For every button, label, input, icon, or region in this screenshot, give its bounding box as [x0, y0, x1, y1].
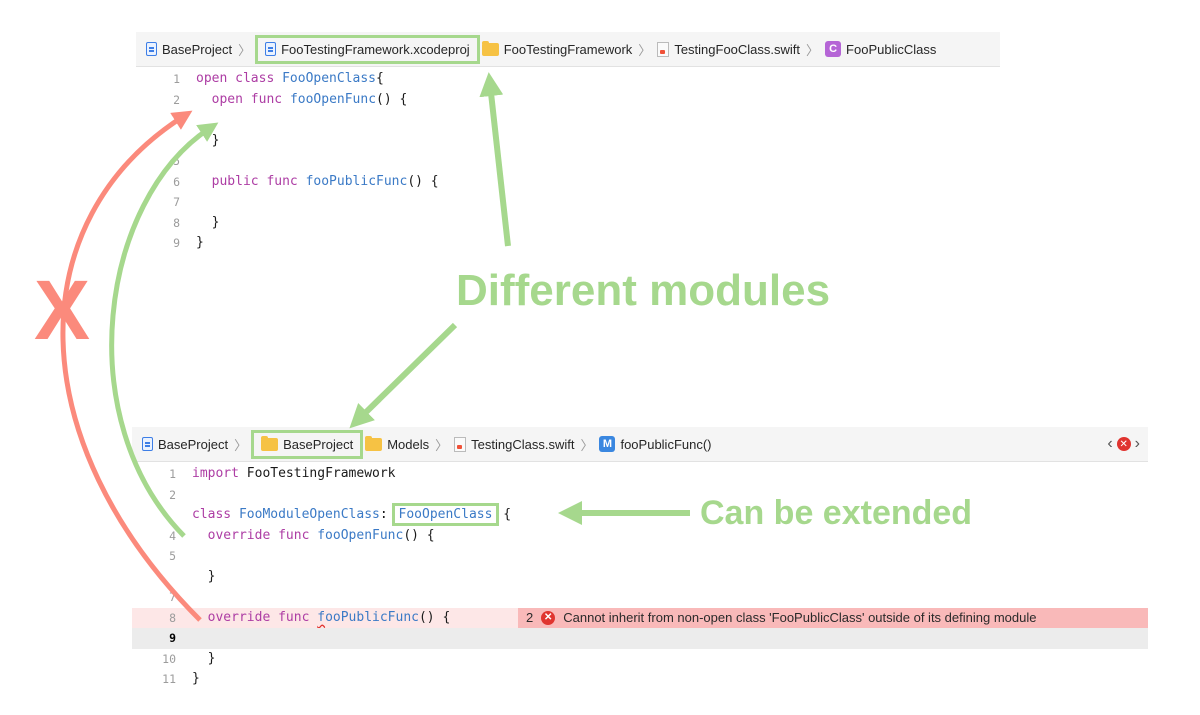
code-line: 9}: [173, 235, 204, 250]
breadcrumb-framework-project[interactable]: FooTestingFramework.xcodeproj: [255, 34, 480, 64]
code-line: class FooModuleOpenClass: FooOpenClass {: [132, 503, 1148, 526]
chevron-right-icon: 〉: [238, 42, 252, 58]
breadcrumb-class[interactable]: C FooPublicClass: [823, 41, 938, 57]
code-text: override func fooPublicFunc() {: [207, 609, 451, 625]
error-count: 2: [526, 609, 534, 625]
error-icon[interactable]: ✕: [1116, 437, 1131, 451]
chevron-right-icon: 〉: [580, 437, 594, 453]
breadcrumb-method[interactable]: M fooPublicFunc(): [597, 436, 713, 452]
code-line: 7: [169, 590, 176, 604]
code-line: 4 override func fooOpenFunc() {: [132, 526, 1148, 547]
cross-mark-icon: X: [34, 263, 91, 357]
code-line: 8 }: [173, 214, 220, 230]
folder-icon: [365, 435, 383, 451]
code-text: override func fooOpenFunc() {: [207, 527, 435, 543]
code-line: 2: [169, 487, 176, 502]
arrow-to-bottom-breadcrumb: [349, 322, 458, 429]
folder-icon: [261, 435, 279, 451]
breadcrumb-base-project[interactable]: BaseProject: [140, 437, 230, 452]
code-text: open class FooOpenClass{: [196, 71, 384, 86]
code-text: open func fooOpenFunc() {: [211, 91, 408, 107]
breadcrumb-framework-folder[interactable]: FooTestingFramework: [480, 40, 635, 57]
class-icon: C: [825, 41, 842, 57]
code-line: 6 public func fooPublicFunc() {: [136, 172, 1000, 193]
framework-editor: BaseProject 〉 FooTestingFramework.xcodep…: [136, 32, 1000, 262]
swift-file-icon: [657, 41, 670, 57]
code-text: public func fooPublicFunc() {: [211, 173, 439, 189]
chevron-right-icon: 〉: [806, 42, 820, 58]
chevron-right-icon[interactable]: ›: [1134, 435, 1140, 452]
breadcrumb-models-folder[interactable]: Models: [363, 435, 431, 452]
code-line: 11}: [162, 671, 200, 686]
chevron-right-icon: 〉: [435, 437, 449, 453]
error-message: Cannot inherit from non-open class 'FooP…: [563, 609, 1037, 625]
swift-file-icon: [454, 436, 467, 452]
code-line: }: [196, 132, 220, 148]
code-text: class FooModuleOpenClass: FooOpenClass {: [192, 503, 512, 526]
code-line-current: 9: [132, 628, 1148, 649]
code-line-error: 8 override func fooPublicFunc() { 2 ✕ Ca…: [132, 607, 1148, 628]
chevron-right-icon: 〉: [638, 42, 652, 58]
code-line: [136, 110, 1000, 131]
error-icon: ✕: [541, 610, 556, 625]
annotation-can-be-extended: Can be extended: [700, 494, 973, 532]
jump-bar-bottom: BaseProject 〉 BaseProject Models 〉 Testi…: [132, 427, 1148, 462]
chevron-right-icon: 〉: [234, 437, 248, 453]
superclass-highlight: FooOpenClass: [391, 503, 500, 526]
code-line: 5: [169, 549, 176, 563]
jump-bar-top: BaseProject 〉 FooTestingFramework.xcodep…: [136, 32, 1000, 67]
annotation-different-modules: Different modules: [456, 266, 831, 315]
breadcrumb-base-project-folder[interactable]: BaseProject: [251, 429, 364, 459]
method-icon: M: [599, 436, 616, 452]
project-icon: [142, 437, 153, 451]
breadcrumb-swift-file[interactable]: TestingFooClass.swift: [655, 41, 802, 57]
code-line: 5: [173, 154, 180, 168]
chevron-left-icon[interactable]: ‹: [1107, 435, 1113, 452]
project-icon: [146, 42, 157, 56]
code-line: }: [192, 568, 216, 584]
error-banner[interactable]: 2 ✕ Cannot inherit from non-open class '…: [518, 607, 1148, 628]
breadcrumb-base-project[interactable]: BaseProject: [144, 42, 234, 57]
breadcrumb-swift-file[interactable]: TestingClass.swift: [452, 436, 576, 452]
issue-navigator: ‹ ✕ ›: [1107, 435, 1140, 453]
code-text: import FooTestingFramework: [192, 466, 396, 481]
project-icon: [265, 42, 277, 56]
code-line: 10 }: [162, 650, 216, 666]
folder-icon: [481, 40, 499, 56]
app-editor: BaseProject 〉 BaseProject Models 〉 Testi…: [132, 427, 1148, 689]
code-line: 7: [173, 195, 180, 209]
code-line: 2 open func fooOpenFunc() {: [136, 90, 1000, 111]
